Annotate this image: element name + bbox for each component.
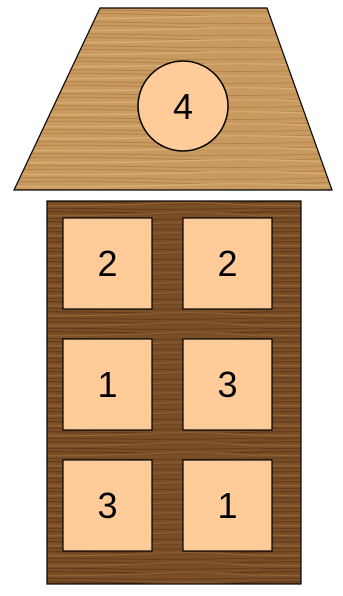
window-number: 3 <box>97 485 117 526</box>
window-number: 1 <box>217 485 237 526</box>
window-number: 3 <box>217 364 237 405</box>
roof-number-tile[interactable]: 4 <box>138 61 228 151</box>
window-tile[interactable]: 2 <box>63 218 152 309</box>
window-number: 2 <box>97 243 117 284</box>
window-tile[interactable]: 3 <box>63 460 152 551</box>
window-tile[interactable]: 1 <box>183 460 272 551</box>
window-number: 1 <box>97 364 117 405</box>
window-tile[interactable]: 1 <box>63 339 152 430</box>
roof-number: 4 <box>173 86 193 127</box>
window-tile[interactable]: 3 <box>183 339 272 430</box>
window-number: 2 <box>217 243 237 284</box>
window-tile[interactable]: 2 <box>183 218 272 309</box>
